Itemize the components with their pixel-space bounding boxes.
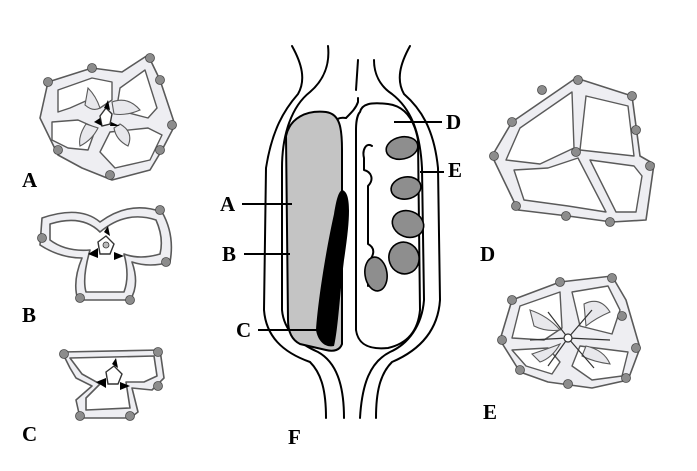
label-left-b: B	[22, 303, 37, 327]
cell-left-a	[39, 53, 177, 181]
cell-left-b	[37, 205, 173, 305]
center-structure	[242, 45, 444, 419]
label-right-e: E	[483, 400, 498, 424]
cell-right-e	[497, 273, 641, 389]
label-center-a: A	[220, 192, 236, 216]
label-center-b: B	[222, 242, 237, 266]
label-center-f: F	[288, 425, 301, 449]
cell-left-c	[59, 347, 165, 421]
label-right-d: D	[480, 242, 496, 266]
label-center-e: E	[448, 158, 463, 182]
cell-right-d	[489, 75, 655, 227]
label-left-a: A	[22, 168, 38, 192]
outer-outline	[263, 45, 327, 419]
label-center-d: D	[446, 110, 462, 134]
label-center-c: C	[236, 318, 252, 342]
label-left-c: C	[22, 422, 38, 446]
